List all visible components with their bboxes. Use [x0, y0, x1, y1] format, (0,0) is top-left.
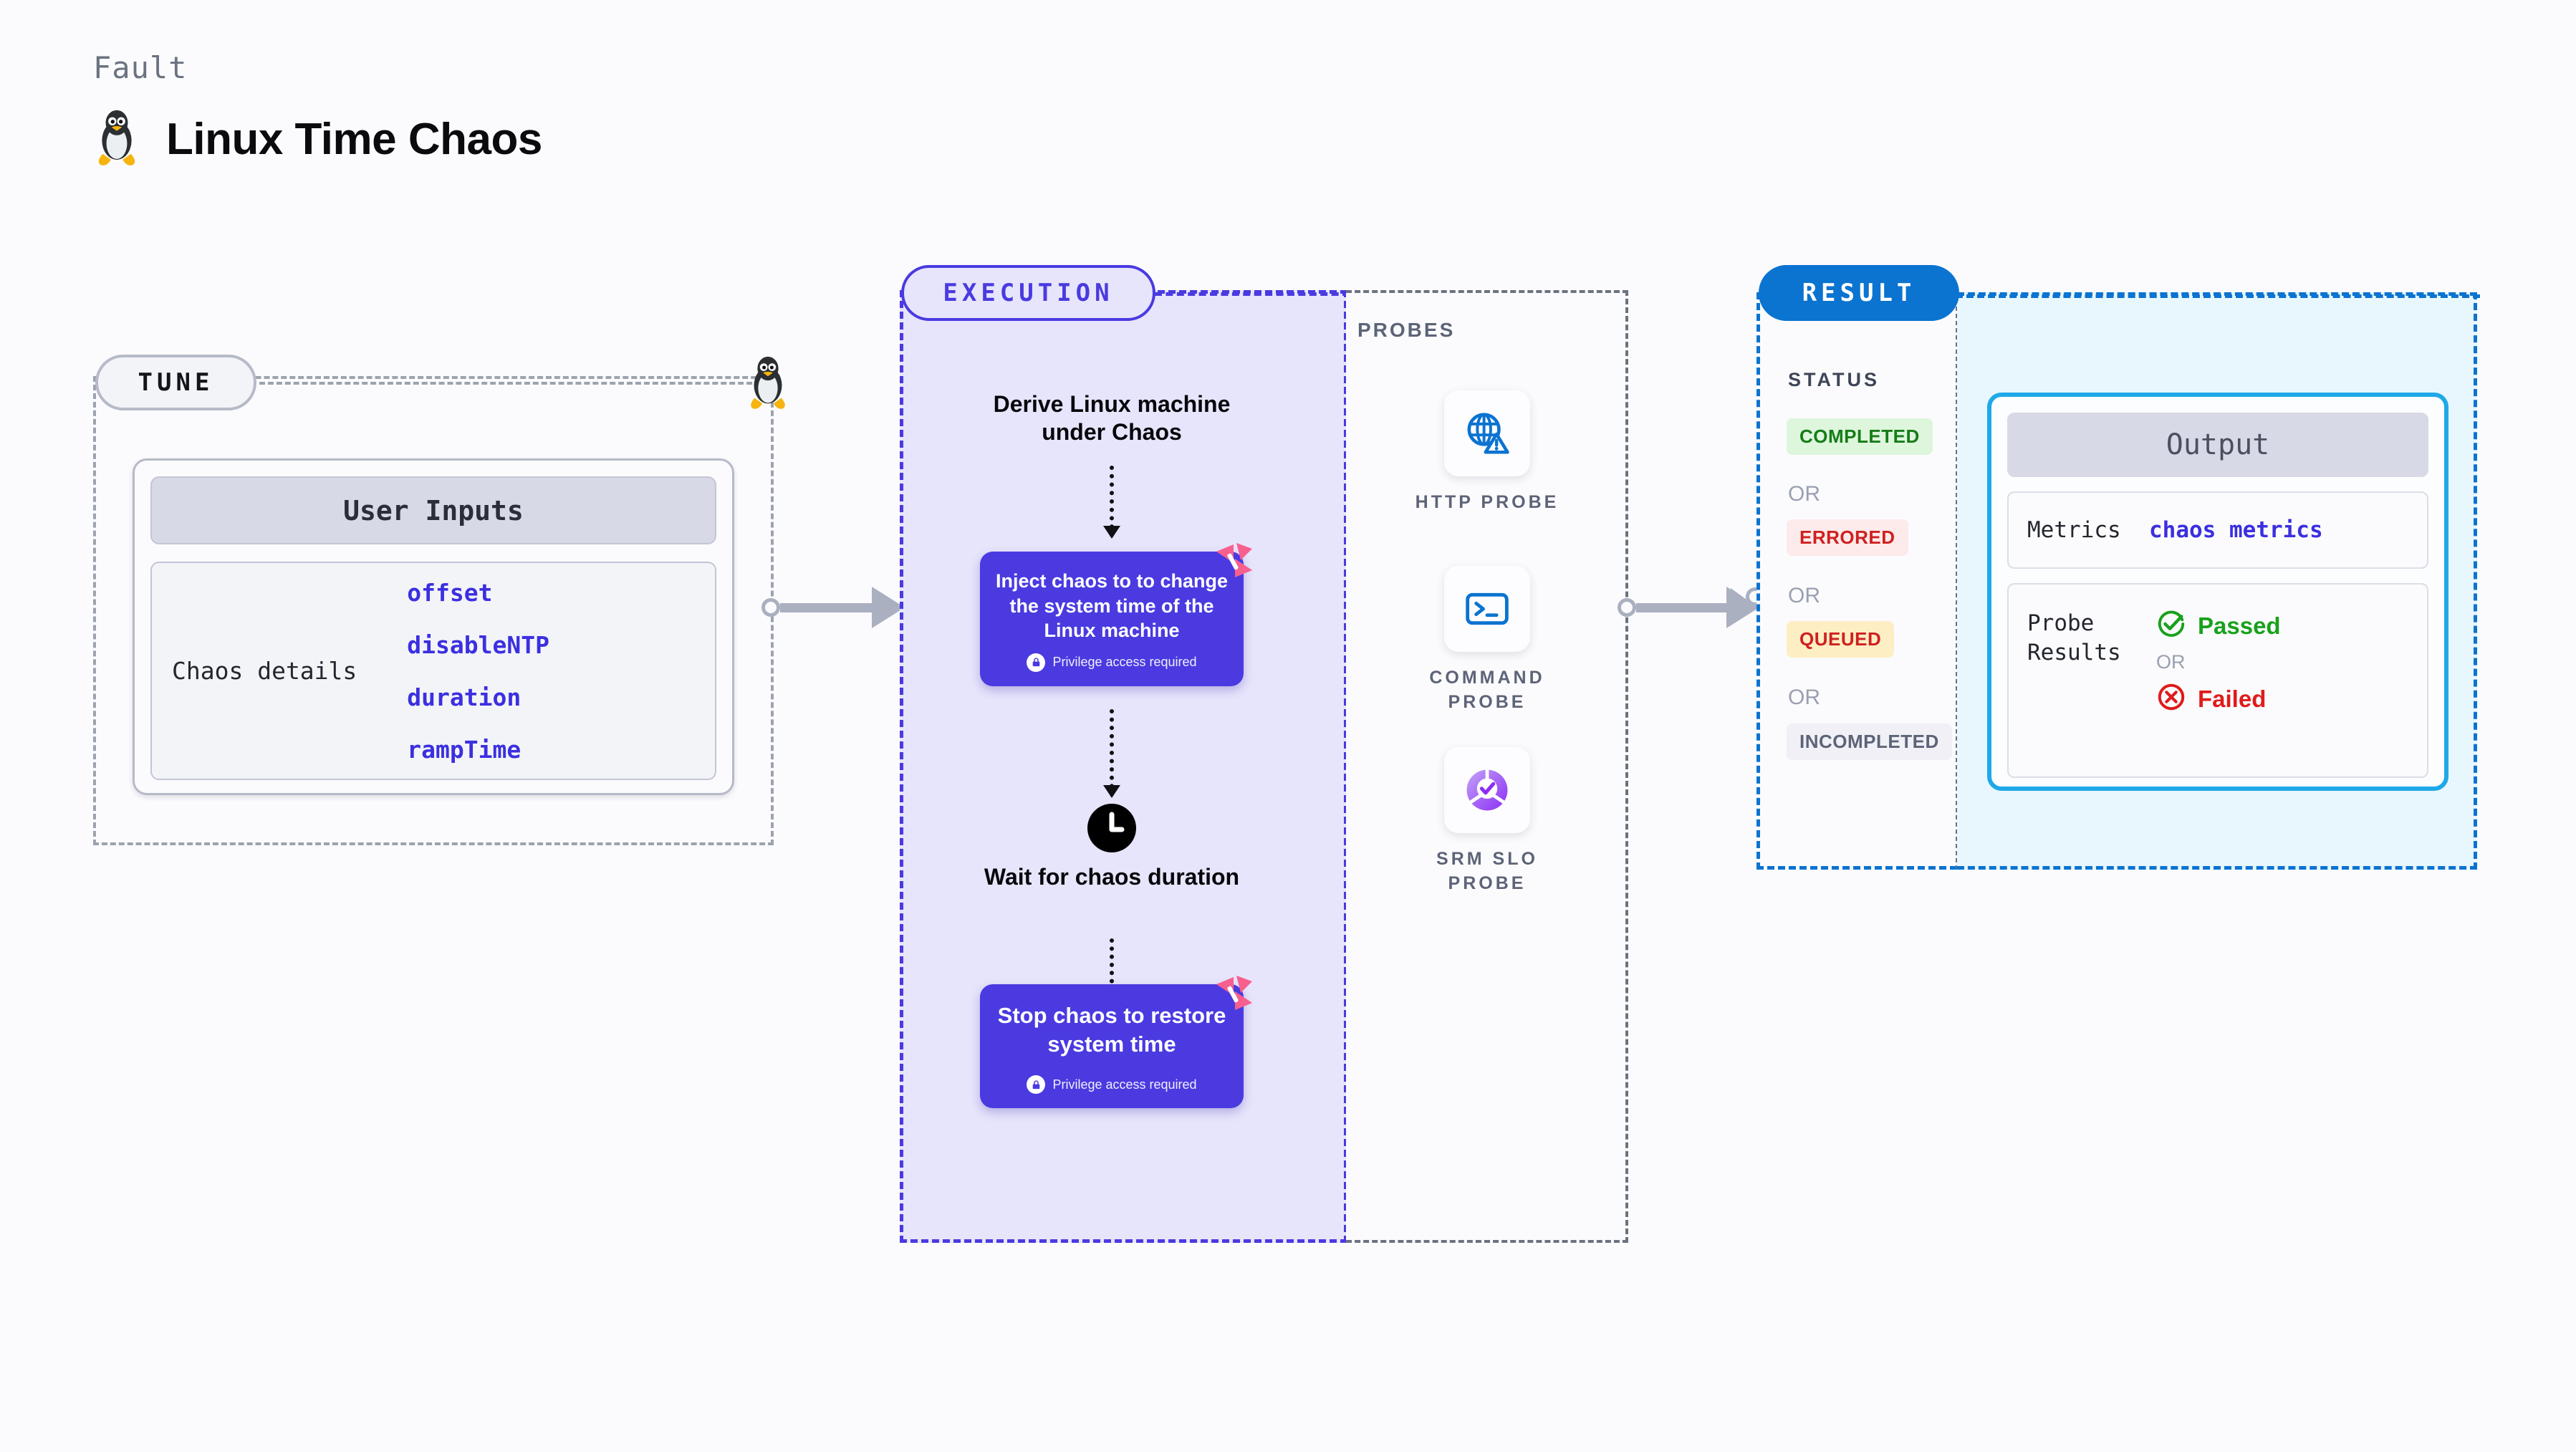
step-stop-chaos-card[interactable]: Stop chaos to restore system time Privil…: [980, 984, 1244, 1109]
probe-results-values: Passed OR Failed: [2156, 609, 2281, 716]
status-or-3: OR: [1788, 686, 1820, 709]
input-disablentp[interactable]: disableNTP: [407, 630, 549, 659]
arrow-line: [1110, 466, 1114, 537]
output-row-probe-results: Probe Results Passed OR: [2007, 583, 2428, 778]
page-title-row: Linux Time Chaos: [93, 107, 542, 171]
probe-result-failed: Failed: [2156, 682, 2281, 716]
globe-warning-icon: [1444, 390, 1530, 476]
linux-penguin-icon: [93, 107, 140, 171]
tune-pill[interactable]: TUNE: [95, 355, 256, 410]
probe-passed-label: Passed: [2198, 612, 2281, 639]
step-stop-chaos-title: Stop chaos to restore system time: [997, 1003, 1226, 1057]
probe-srm-slo[interactable]: SRM SLO PROBE: [1394, 747, 1580, 896]
status-title: STATUS: [1788, 369, 1880, 390]
arrow-head: [1103, 785, 1120, 798]
chaos-details-body: Chaos details offset disableNTP duration…: [150, 562, 716, 780]
connector-dot-left: [761, 598, 780, 617]
chaos-details-label: Chaos details: [172, 657, 357, 685]
status-or-2: OR: [1788, 584, 1820, 607]
step-stop-chaos-subtitle-row: Privilege access required: [993, 1075, 1231, 1095]
clock-icon: [1086, 802, 1138, 854]
step-inject-chaos-subtitle-row: Privilege access required: [993, 653, 1231, 672]
arrow-line: [1110, 938, 1114, 1016]
connector-bar: [1636, 602, 1728, 612]
harness-logo-icon: [1212, 539, 1256, 583]
output-row-metrics: Metrics chaos metrics: [2007, 491, 2428, 569]
page-title: Linux Time Chaos: [166, 115, 542, 164]
metrics-value-link[interactable]: chaos metrics: [2149, 517, 2323, 543]
status-badge-queued: QUEUED: [1787, 621, 1895, 658]
chaos-details-values: offset disableNTP duration rampTime: [407, 579, 549, 764]
probe-command-label: COMMAND PROBE: [1429, 668, 1545, 712]
step-inject-chaos-title: Inject chaos to to change the system tim…: [995, 570, 1229, 642]
probe-http-label: HTTP PROBE: [1415, 492, 1559, 512]
tune-linux-penguin-icon: [745, 355, 791, 410]
step-wait-for-chaos-duration: Wait for chaos duration: [984, 864, 1240, 890]
step-stop-chaos-subtitle: Privilege access required: [1052, 1077, 1197, 1092]
arrow-head: [1103, 526, 1120, 539]
probe-result-or: OR: [2156, 651, 2186, 673]
status-badge-completed: COMPLETED: [1787, 418, 1933, 455]
step-inject-chaos-subtitle: Privilege access required: [1052, 655, 1197, 670]
arrow-step2-to-step3: [1103, 709, 1120, 798]
check-circle-icon: [2156, 609, 2186, 643]
probe-failed-label: Failed: [2198, 685, 2267, 712]
arrow-line: [1110, 709, 1114, 797]
execution-top-dashed-line: [1155, 292, 1350, 296]
probes-title: PROBES: [1357, 319, 1456, 341]
result-status-section: [1756, 292, 1957, 870]
probe-command[interactable]: COMMAND PROBE: [1394, 566, 1580, 715]
input-ramptime[interactable]: rampTime: [407, 735, 522, 764]
result-top-dashed-line: [1956, 294, 2480, 298]
connector-small-arrowhead: [1731, 588, 1744, 607]
connector-tune-to-execution: [761, 587, 921, 628]
page-kicker: Fault: [93, 50, 188, 85]
output-panel: Output Metrics chaos metrics Probe Resul…: [1987, 393, 2448, 791]
status-badge-incompleted: INCOMPLETED: [1787, 723, 1952, 760]
probe-srm-slo-label: SRM SLO PROBE: [1436, 849, 1538, 893]
probe-results-label: Probe Results: [2027, 610, 2121, 665]
input-duration[interactable]: duration: [407, 683, 522, 711]
output-header: Output: [2007, 413, 2428, 477]
x-circle-icon: [2156, 682, 2186, 716]
connector-arrowhead: [872, 587, 905, 628]
harness-logo-icon: [1212, 971, 1256, 1016]
step-derive-linux-machine: Derive Linux machine under Chaos: [993, 391, 1231, 446]
metrics-label: Metrics: [2027, 516, 2121, 543]
lock-icon: [1027, 1075, 1046, 1095]
tune-connector-line: [259, 382, 761, 385]
user-inputs-card: User Inputs Chaos details offset disable…: [133, 458, 734, 795]
slo-donut-check-icon: [1444, 747, 1530, 833]
status-badge-errored: ERRORED: [1787, 519, 1908, 556]
status-or-1: OR: [1788, 482, 1820, 506]
probe-result-passed: Passed: [2156, 609, 2281, 643]
connector-dot-left: [1618, 598, 1636, 617]
step-inject-chaos-card[interactable]: Inject chaos to to change the system tim…: [980, 552, 1244, 686]
probe-http[interactable]: HTTP PROBE: [1394, 390, 1580, 515]
execution-pill[interactable]: EXECUTION: [901, 265, 1155, 321]
arrow-step1-to-step2: [1103, 466, 1120, 539]
terminal-icon: [1444, 566, 1530, 652]
connector-bar: [780, 602, 873, 612]
result-pill[interactable]: RESULT: [1759, 265, 1959, 321]
user-inputs-header: User Inputs: [150, 476, 716, 544]
lock-icon: [1027, 653, 1046, 672]
input-offset[interactable]: offset: [407, 578, 493, 607]
